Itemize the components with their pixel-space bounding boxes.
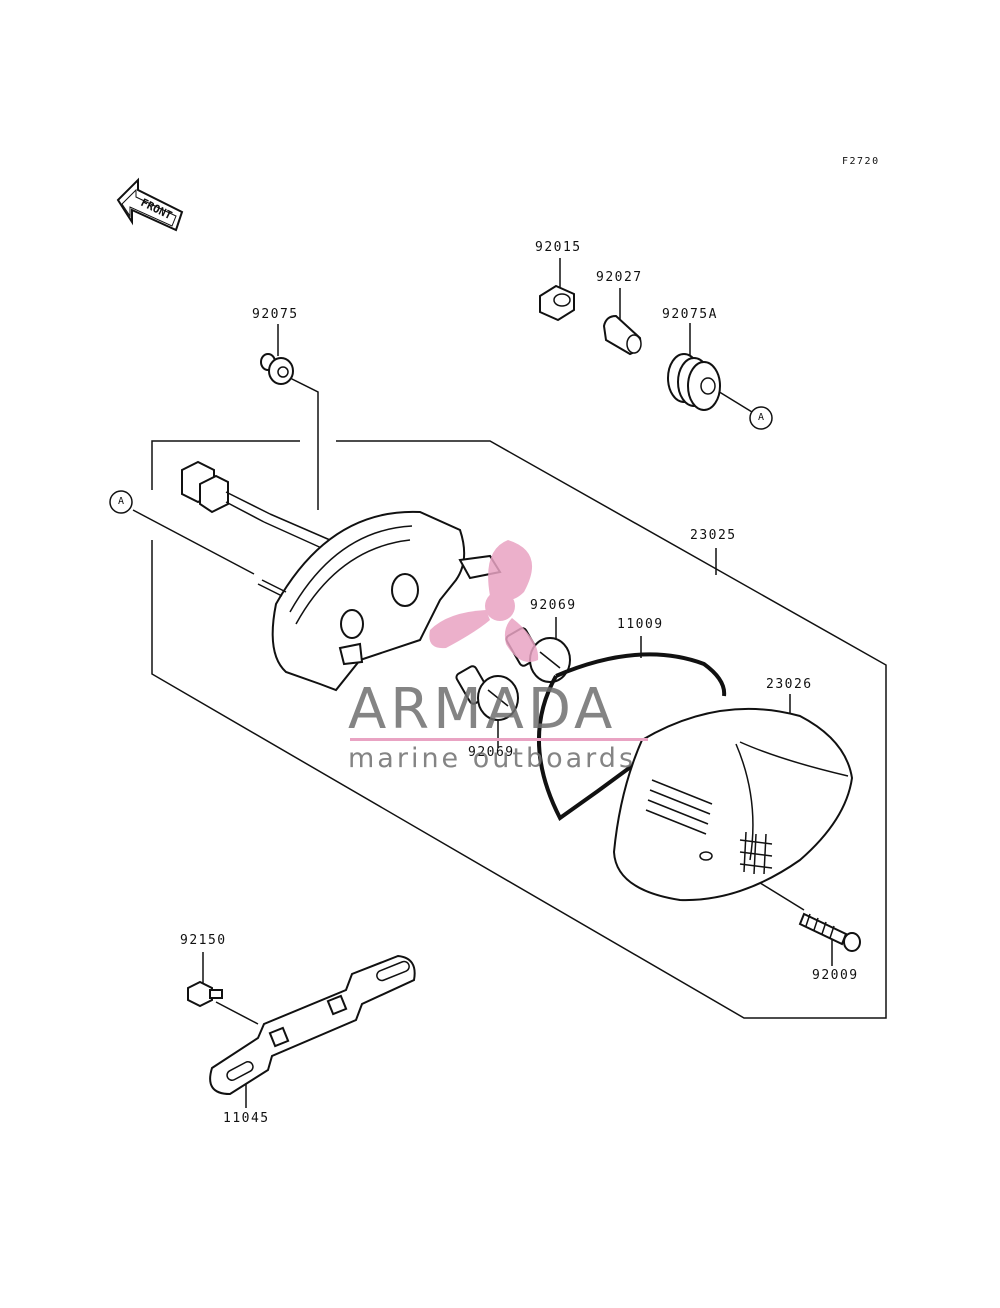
figure-code: F2720 <box>842 156 880 167</box>
part-label-92015: 92015 <box>535 240 582 255</box>
nut-92015 <box>539 284 575 322</box>
wire-connector <box>181 460 331 551</box>
callout-a-left: A <box>117 496 125 507</box>
part-label-92075: 92075 <box>252 307 299 322</box>
lamp-housing-23025 <box>257 510 502 692</box>
assembly-frame-top <box>151 440 887 1019</box>
part-label-11045: 11045 <box>223 1111 270 1126</box>
part-label-92027: 92027 <box>596 270 643 285</box>
part-label-11009: 11009 <box>617 617 664 632</box>
callout-circle-a-left <box>109 490 133 514</box>
callout-circle-a-right <box>749 406 773 430</box>
bolt-92150 <box>187 980 223 1008</box>
part-label-92150: 92150 <box>180 933 227 948</box>
watermark-title: ARMADA <box>348 677 617 742</box>
bulb-92069-lower <box>455 665 519 721</box>
part-label-23025: 23025 <box>690 528 737 543</box>
grommet-92075 <box>260 353 294 385</box>
part-label-92075a: 92075A <box>662 307 718 322</box>
watermark-subtitle: marine outboards <box>348 743 637 774</box>
part-label-92069-upper: 92069 <box>530 598 577 613</box>
lens-grid <box>739 831 773 875</box>
bracket-11045 <box>209 954 416 1096</box>
watermark-divider <box>350 738 648 741</box>
front-label-holder: FRONT <box>139 196 175 222</box>
front-arrow-icon <box>116 177 184 232</box>
gasket-11009 <box>536 652 727 821</box>
lens-23026 <box>612 707 854 902</box>
grommet-92075A <box>667 353 721 411</box>
callout-a-right: A <box>757 412 765 423</box>
part-label-92069-lower: 92069 <box>468 745 515 760</box>
screw-92009 <box>798 912 861 952</box>
part-label-23026: 23026 <box>766 677 813 692</box>
collar-92027 <box>602 314 642 356</box>
propeller-logo-icon <box>429 540 539 662</box>
front-label: FRONT <box>139 196 175 222</box>
assembly-frame <box>151 440 300 490</box>
lens-ribs <box>645 779 713 835</box>
part-label-92009: 92009 <box>812 968 859 983</box>
